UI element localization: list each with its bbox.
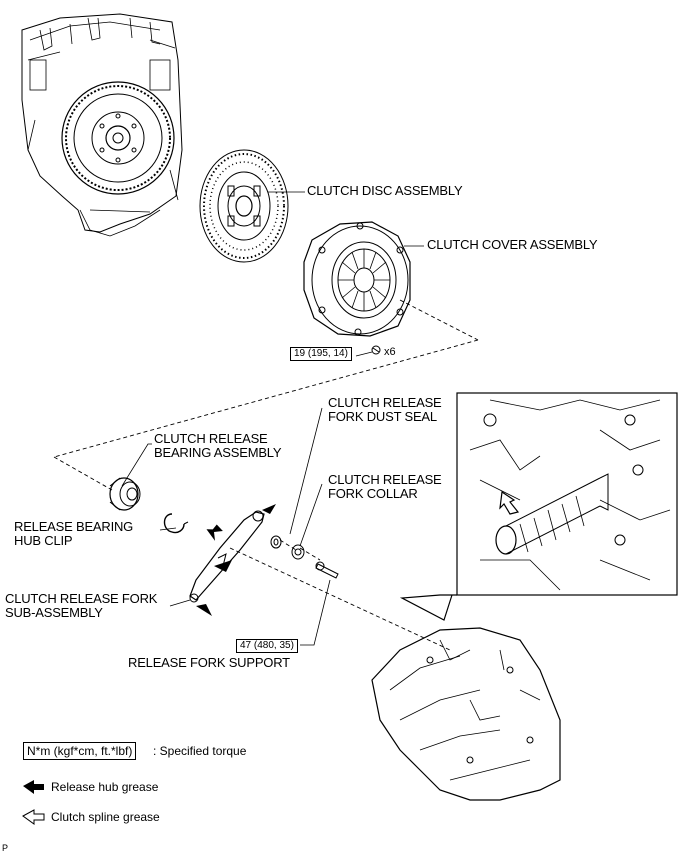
label-clutch-cover-assembly: CLUTCH COVER ASSEMBLY bbox=[427, 237, 598, 252]
clutch-disc-drawing bbox=[199, 149, 289, 263]
fork-support-drawing bbox=[315, 561, 339, 579]
release-bearing-drawing bbox=[109, 477, 141, 511]
label-fork-dust-seal-line2: FORK DUST SEAL bbox=[328, 409, 437, 424]
legend-clutch-spline-grease: Clutch spline grease bbox=[51, 810, 160, 824]
cover-bolts-quantity: x6 bbox=[384, 346, 396, 358]
release-fork-drawing bbox=[189, 510, 265, 603]
engine-flywheel bbox=[21, 13, 183, 237]
clutch-cover-drawing bbox=[303, 221, 411, 337]
label-fork-collar-line1: CLUTCH RELEASE bbox=[328, 472, 442, 487]
grease-arrows bbox=[196, 504, 276, 616]
cover-bolt-drawing bbox=[371, 345, 381, 355]
leader-lines bbox=[121, 191, 424, 646]
dust-seal-drawing bbox=[270, 535, 282, 549]
label-clutch-disc-assembly: CLUTCH DISC ASSEMBLY bbox=[307, 183, 463, 198]
torque-fork-support: 47 (480, 35) bbox=[236, 639, 298, 653]
legend-arrows bbox=[22, 780, 45, 825]
label-hub-clip-line2: HUB CLIP bbox=[14, 533, 73, 548]
label-hub-clip-line1: RELEASE BEARING bbox=[14, 519, 134, 534]
legend-torque-unit: N*m (kgf*cm, ft.*lbf) bbox=[23, 742, 137, 760]
label-release-fork-support: RELEASE FORK SUPPORT bbox=[128, 655, 290, 670]
label-fork-collar-line2: FORK COLLAR bbox=[328, 486, 418, 501]
torque-cover-bolts: 19 (195, 14) bbox=[290, 347, 352, 361]
label-fork-sub-assembly-line2: SUB-ASSEMBLY bbox=[5, 605, 103, 620]
fork-collar-drawing bbox=[291, 544, 305, 560]
legend-release-hub-grease: Release hub grease bbox=[51, 780, 159, 794]
footer-mark: P bbox=[2, 843, 9, 852]
label-clutch-release-bearing-line1: CLUTCH RELEASE bbox=[154, 431, 268, 446]
transmission-housing bbox=[371, 627, 561, 801]
hub-clip-drawing bbox=[163, 513, 189, 534]
label-fork-dust-seal-line1: CLUTCH RELEASE bbox=[328, 395, 442, 410]
detail-callout bbox=[399, 392, 678, 621]
label-fork-sub-assembly-line1: CLUTCH RELEASE FORK bbox=[5, 591, 158, 606]
legend-torque-desc: : Specified torque bbox=[153, 744, 247, 758]
label-clutch-release-bearing-line2: BEARING ASSEMBLY bbox=[154, 445, 282, 460]
